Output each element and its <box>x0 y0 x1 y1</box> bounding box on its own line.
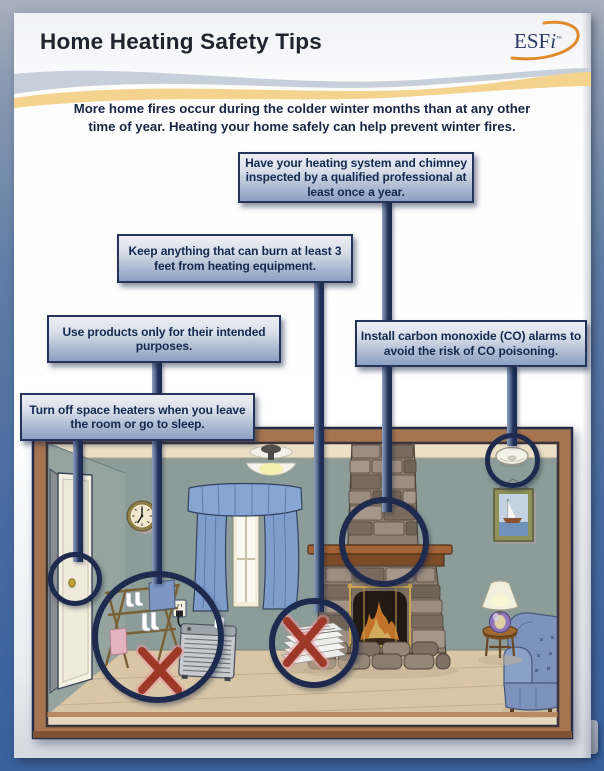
logo-text: ESFi™ <box>514 29 562 53</box>
connector-purposes-to-rack <box>152 362 162 584</box>
callout-turn-off-space-heaters: Turn off space heaters when you leave th… <box>20 393 255 441</box>
callout-install-co-alarms: Install carbon monoxide (CO) alarms to a… <box>355 320 587 367</box>
ceiling-light <box>245 444 297 476</box>
connector-keep-away-to-newspapers <box>314 282 324 612</box>
hazard-circle-newspapers <box>269 598 359 688</box>
window <box>232 510 260 608</box>
esfi-logo: ESFi™ <box>503 18 583 66</box>
page-title: Home Heating Safety Tips <box>40 29 322 54</box>
hazard-circle-co-alarm <box>485 433 540 488</box>
intro-text: More home fires occur during the colder … <box>73 101 531 134</box>
hazard-circle-chimney <box>339 497 429 587</box>
table-lamp <box>481 580 519 634</box>
connector-co-to-alarm <box>507 366 517 446</box>
header-wave-divider <box>14 68 591 108</box>
picture-frame-sailboat <box>493 478 536 544</box>
curtains <box>187 482 303 612</box>
callout-intended-purposes: Use products only for their intended pur… <box>47 315 281 363</box>
callout-inspect-heating-system: Have your heating system and chimney ins… <box>238 152 474 203</box>
hazard-circle-space-heater <box>92 571 224 703</box>
callout-keep-burnables-away: Keep anything that can burn at least 3 f… <box>117 234 353 283</box>
fire-flames <box>358 601 402 646</box>
hazard-circle-door <box>48 552 102 606</box>
logo-swoosh-icon <box>510 20 580 61</box>
connector-turnoff-to-door <box>73 440 83 562</box>
